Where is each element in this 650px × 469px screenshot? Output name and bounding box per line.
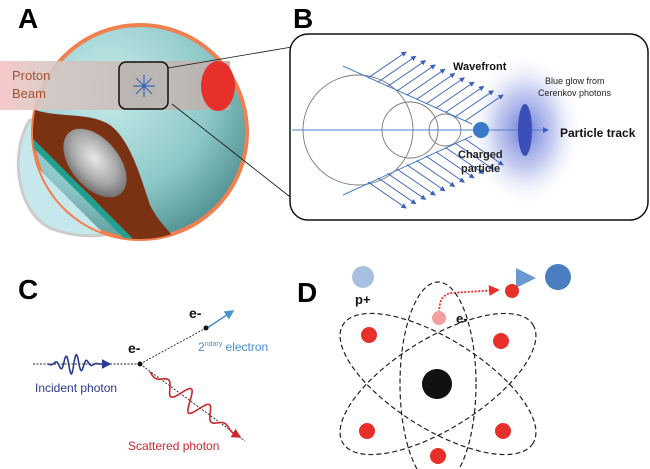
wavefront-arrow-lower xyxy=(416,160,456,188)
orbital-electron-4 xyxy=(495,423,511,439)
electron-label-center: e- xyxy=(128,340,141,356)
particle-track-label: Particle track xyxy=(560,126,636,140)
wavefront-arrow-lower xyxy=(425,155,465,183)
incident-photon-label: Incident photon xyxy=(35,381,117,395)
wavefront-arrow-upper xyxy=(464,94,504,122)
beam-label-line2: Beam xyxy=(12,86,46,101)
glow-label-line1: Blue glow from xyxy=(545,76,605,86)
nucleus xyxy=(422,369,452,399)
atom-orbits xyxy=(339,281,537,469)
secondary-prefix: 2 xyxy=(198,340,205,354)
panel-c: C e- e- 2ndary electron Incident photon … xyxy=(18,274,268,453)
wavefront-arrow-upper xyxy=(377,55,417,83)
proton-final xyxy=(545,264,571,290)
tumor-target xyxy=(201,61,235,111)
ejected-electron xyxy=(505,284,519,298)
orbit-diag-2 xyxy=(339,312,537,456)
wavefront-arrow-lower xyxy=(387,173,427,200)
orbital-electron-2 xyxy=(493,333,509,349)
panel-a: A Proton Beam xyxy=(0,3,295,241)
starburst-icon xyxy=(133,75,155,97)
proton-initial xyxy=(352,266,374,288)
orbital-electron-3 xyxy=(359,423,375,439)
wavefront-arrow-lower xyxy=(396,168,436,196)
wavefront-arrow-lower xyxy=(377,177,417,205)
secondary-suffix: electron xyxy=(222,340,268,354)
wavefront-arrow-upper xyxy=(445,85,485,113)
orbital-electron-5 xyxy=(430,448,446,464)
proton-label: p+ xyxy=(355,292,371,307)
secondary-electron-label: 2ndary electron xyxy=(198,340,268,354)
panel-b: B Wavefront Blue glow from Cerenkov phot… xyxy=(289,3,649,221)
cerenkov-emission xyxy=(518,104,532,156)
panel-c-label: C xyxy=(18,274,38,305)
electron-vertex xyxy=(137,361,143,367)
wavefront-arrow-upper xyxy=(455,90,495,118)
wavefront-arrow-lower xyxy=(445,147,485,175)
cell-nucleus xyxy=(63,128,127,198)
scattered-photon-wave xyxy=(149,371,242,438)
wavefront-arrow-upper xyxy=(367,51,407,79)
incident-photon-wave xyxy=(47,353,112,375)
connector-bottom xyxy=(171,103,295,201)
secondary-electron-arrow xyxy=(206,310,235,329)
panel-d: D p+ e- xyxy=(297,264,571,469)
wavefront-arrow-upper xyxy=(396,64,436,92)
charged-label-line2: particle xyxy=(461,163,500,175)
orbit-vertical xyxy=(399,281,477,469)
glow-label-line2: Cerenkov photons xyxy=(538,88,612,98)
panel-b-label: B xyxy=(293,3,313,34)
secondary-superscript: ndary xyxy=(205,341,223,348)
membrane-strip xyxy=(33,127,133,239)
ejection-path xyxy=(438,285,500,317)
wavefront-arrow-lower xyxy=(455,142,495,170)
wavefront-arrow-upper xyxy=(425,77,465,105)
connector-top xyxy=(167,46,293,69)
wavefront-arrow-upper xyxy=(406,68,446,96)
panel-a-label: A xyxy=(18,3,38,34)
wavefront-arrows xyxy=(367,51,504,209)
orbit-diag-1 xyxy=(339,312,537,456)
wavefront-arrow-upper xyxy=(435,81,475,109)
charged-particle xyxy=(473,122,489,138)
wavefront-arrow-lower xyxy=(367,181,407,209)
electron-path xyxy=(139,327,207,365)
scattered-path xyxy=(139,363,246,442)
electron-label: e- xyxy=(456,311,468,326)
scattered-photon-label: Scattered photon xyxy=(128,439,219,453)
charged-label-line1: Charged xyxy=(458,149,503,161)
proton-beam-band xyxy=(0,61,230,110)
electron-label-secondary: e- xyxy=(189,305,202,321)
secondary-electron-dot xyxy=(203,325,209,331)
wavefront-arrow-lower xyxy=(464,138,504,166)
vacancy-electron xyxy=(432,311,446,325)
beam-label-line1: Proton xyxy=(12,68,50,83)
wavefront-arrow-lower xyxy=(406,164,446,192)
wavefront-arrow-lower xyxy=(435,151,475,179)
orbital-electron-1 xyxy=(361,327,377,343)
wavefront-arrow-upper xyxy=(416,72,456,100)
panel-d-label: D xyxy=(297,277,317,308)
wavefront-label: Wavefront xyxy=(453,61,507,73)
wavefront-arrow-upper xyxy=(387,60,427,87)
